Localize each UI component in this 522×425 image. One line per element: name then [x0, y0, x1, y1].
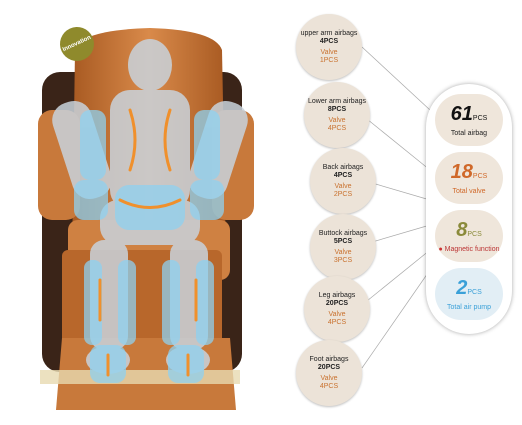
airbag-count: 20PCS: [325, 299, 349, 307]
valve-count: 4PCS: [327, 124, 347, 132]
total-magnetic: 8PCS ● Magnetic function: [435, 210, 503, 262]
total-label: Magnetic function: [444, 246, 500, 253]
valve-count: 1PCS: [319, 56, 339, 64]
airbag-count: 4PCS: [333, 171, 353, 179]
valve-count: 3PCS: [333, 256, 353, 264]
total-label: Total valve: [452, 188, 486, 195]
bubble-leg: Leg airbags 20PCS Valve 4PCS: [304, 276, 370, 342]
total-number: 61: [450, 103, 473, 125]
airbag-name: Buttock airbags: [318, 229, 368, 237]
total-unit: PCS: [467, 231, 482, 238]
total-valve: 18PCS Total valve: [435, 152, 503, 204]
bubble-upper-arm: upper arm airbags 4PCS Valve 1PCS: [296, 14, 362, 80]
total-label: Total airbag: [450, 130, 488, 137]
airbag-count: 20PCS: [317, 363, 341, 371]
airbag-name: Foot airbags: [309, 355, 349, 363]
valve-label: Valve: [334, 182, 352, 190]
valve-count: 2PCS: [333, 190, 353, 198]
airbags: [74, 110, 224, 383]
bubble-buttock: Buttock airbags 5PCS Valve 3PCS: [310, 214, 376, 280]
valve-label: Valve: [334, 248, 352, 256]
total-label: Total air pump: [447, 304, 491, 311]
valve-count: 4PCS: [327, 318, 347, 326]
totals-panel: 61PCS Total airbag 18PCS Total valve 8PC…: [426, 84, 512, 334]
bubble-lower-arm: Lower arm airbags 8PCS Valve 4PCS: [304, 82, 370, 148]
valve-label: Valve: [320, 48, 338, 56]
total-airbag: 61PCS Total airbag: [435, 94, 503, 146]
airbag-count: 8PCS: [327, 105, 347, 113]
total-unit: PCS: [472, 115, 488, 122]
total-number: 18: [450, 161, 473, 183]
airbag-name: Lower arm airbags: [308, 97, 366, 105]
airbag-count: 4PCS: [319, 37, 339, 45]
valve-count: 4PCS: [319, 382, 339, 390]
valve-label: Valve: [328, 116, 346, 124]
airbag-count: 5PCS: [333, 237, 353, 245]
valve-label: Valve: [320, 374, 338, 382]
magnet-icon: ●: [438, 246, 443, 253]
total-unit: PCS: [467, 289, 482, 296]
massage-rollers: [98, 108, 198, 377]
valve-label: Valve: [328, 310, 346, 318]
total-air-pump: 2PCS Total air pump: [435, 268, 503, 320]
airbag-name: Leg airbags: [318, 291, 356, 299]
total-number: 2: [456, 277, 468, 299]
bubble-back: Back airbags 4PCS Valve 2PCS: [310, 148, 376, 214]
airbag-name: upper arm airbags: [300, 29, 358, 37]
airbag-name: Back airbags: [322, 163, 364, 171]
total-number: 8: [456, 219, 468, 241]
total-unit: PCS: [472, 173, 488, 180]
bubble-foot: Foot airbags 20PCS Valve 4PCS: [296, 340, 362, 406]
massage-chair-illustration: [38, 28, 254, 410]
